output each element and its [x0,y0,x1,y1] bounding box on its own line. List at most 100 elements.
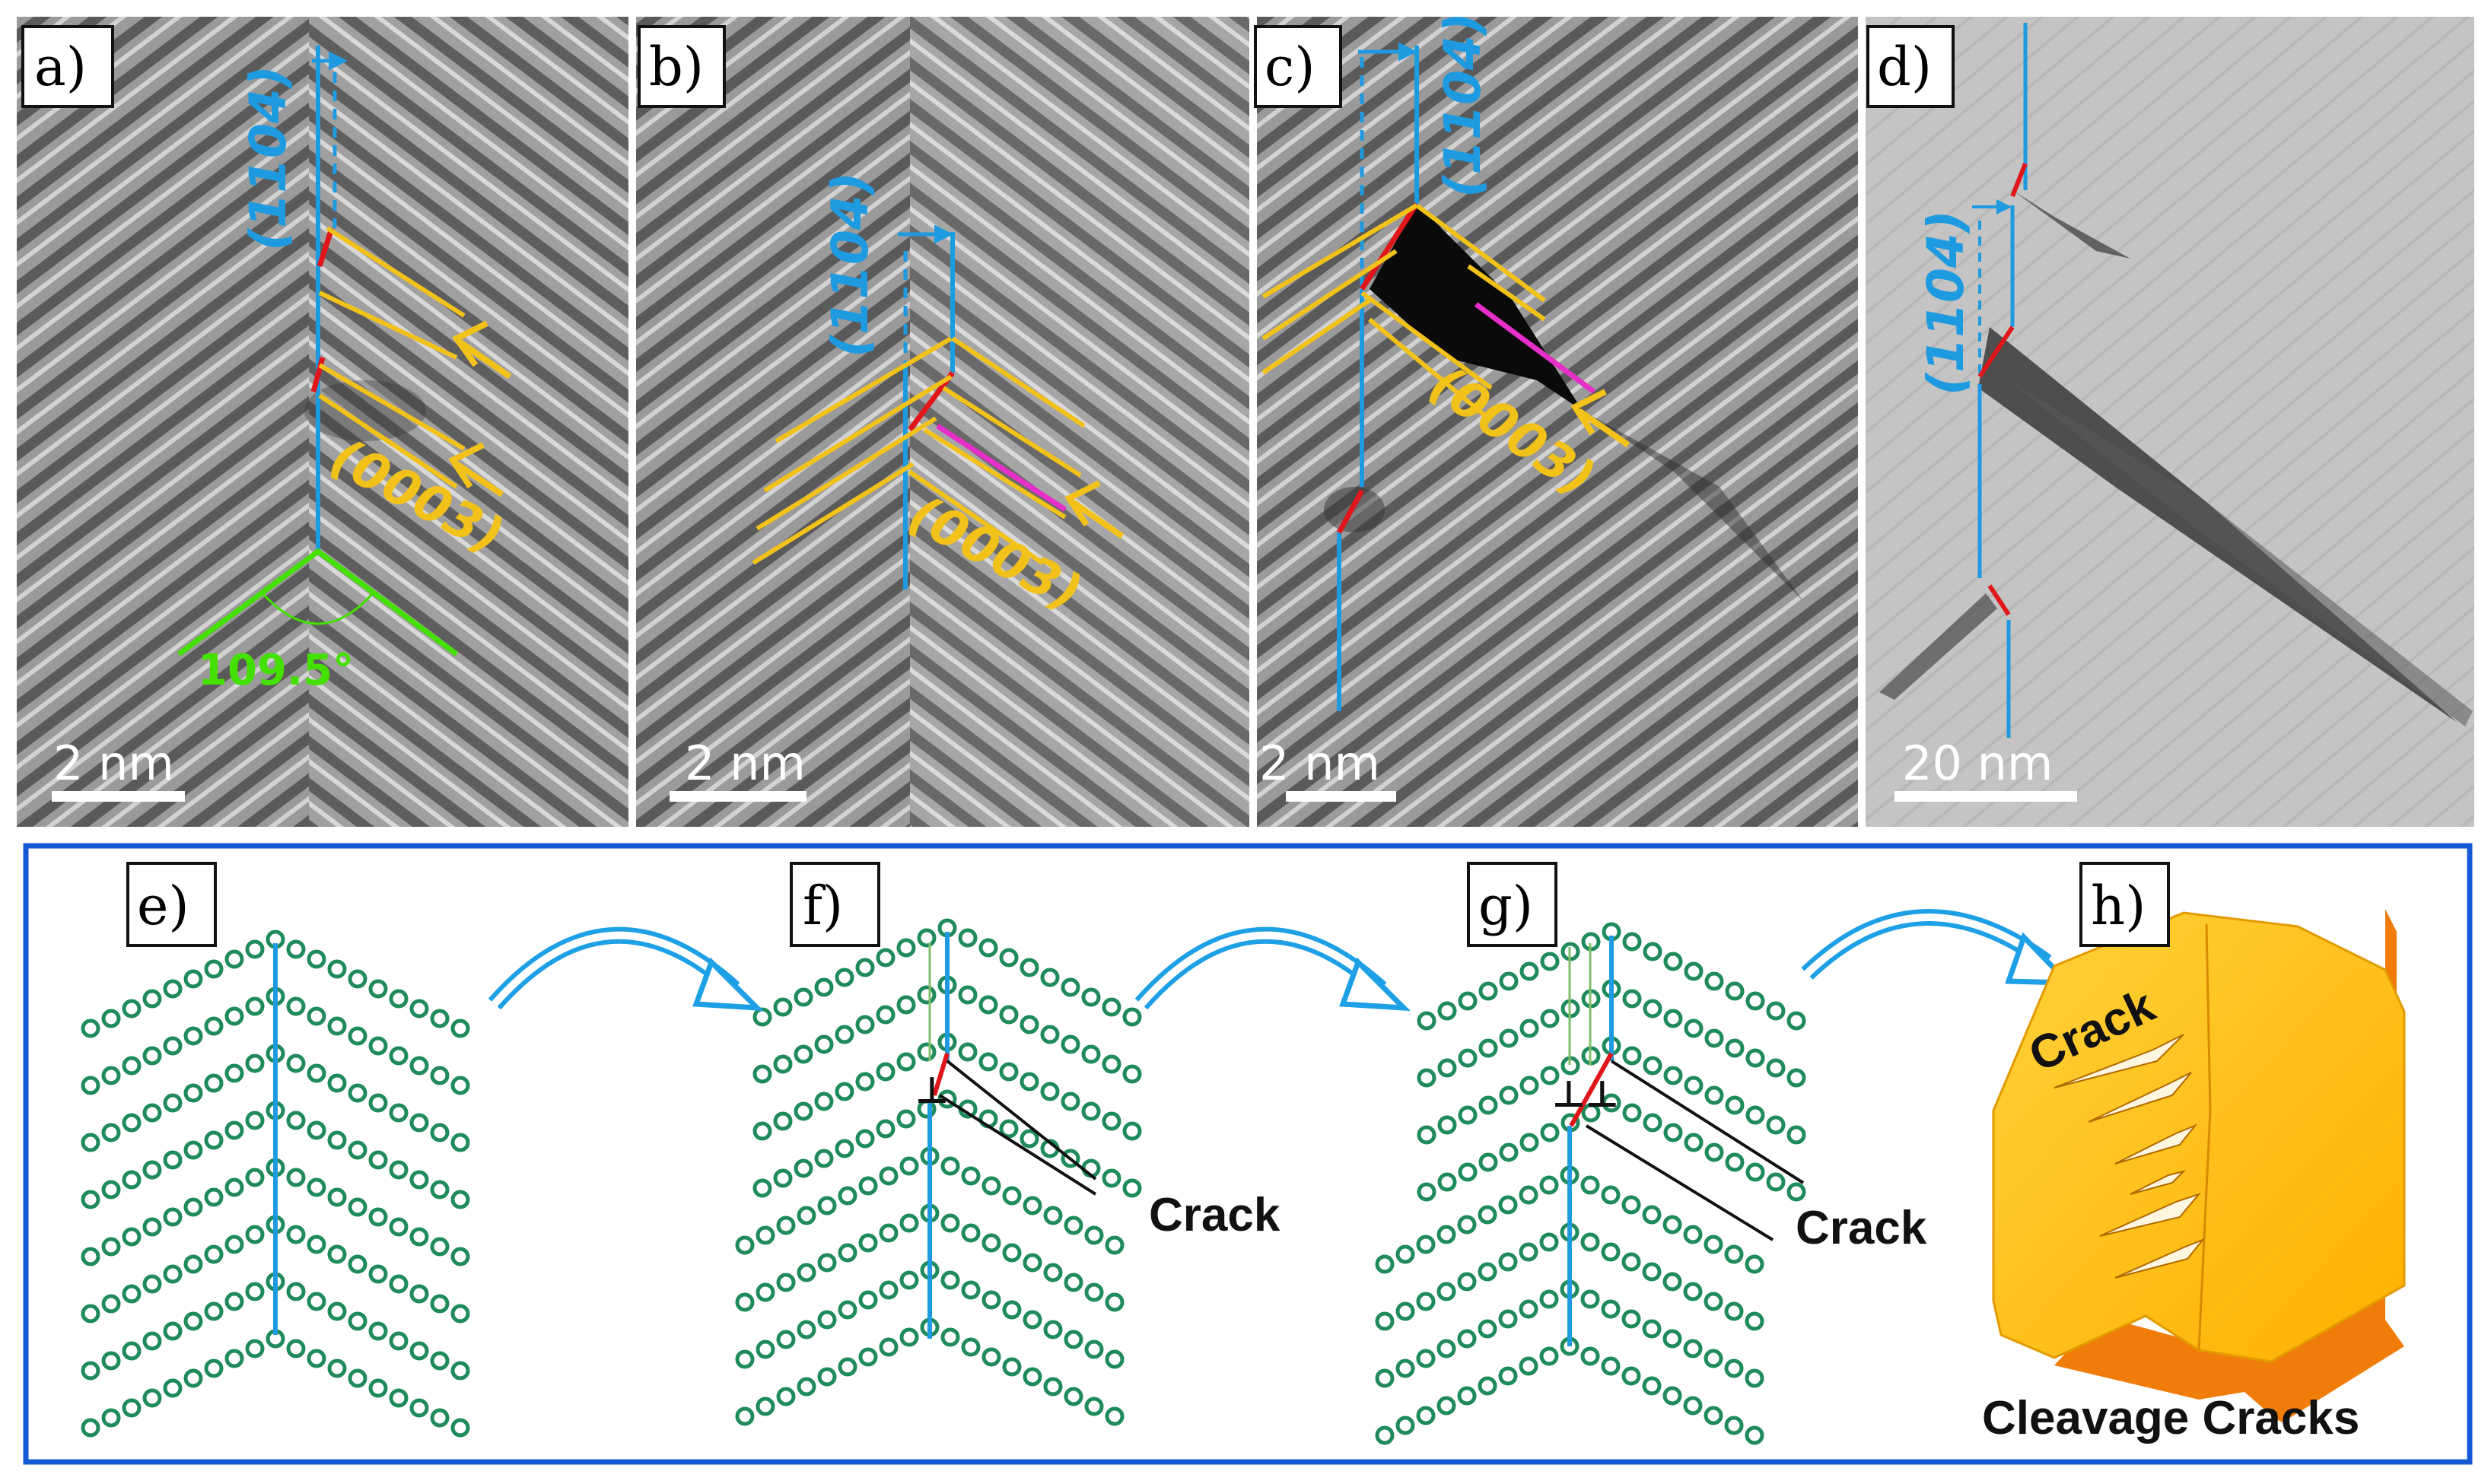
atom [1683,1396,1703,1416]
atom [183,1140,203,1160]
atom [1436,1225,1456,1244]
atom [409,999,429,1018]
atom [1002,1357,1022,1377]
panel-c-basal-plane [1415,203,1546,303]
atom [1002,1300,1022,1320]
atom [797,1263,816,1282]
atom [101,1237,121,1257]
panel-b-basal-plane [752,462,915,565]
atom [756,1225,775,1245]
atom [245,939,265,959]
atom [409,1113,429,1133]
atom [1704,1085,1724,1105]
atom [1539,1232,1559,1252]
atom [879,1223,899,1243]
atom [430,1351,450,1371]
atom [876,1005,896,1025]
atom [1684,961,1704,981]
atom [286,939,306,959]
atom [1499,1028,1519,1048]
atom [450,1018,470,1038]
panel-b-basal-plane [763,374,953,493]
atom [1395,1416,1415,1435]
panel-d-scale-bar [1894,791,2077,802]
atom [1478,1205,1497,1225]
atom [1580,1175,1600,1195]
atom [327,1130,347,1150]
atom [142,1274,162,1294]
atom [368,1150,388,1170]
panel-c-crack-arrow-head [1570,389,1607,436]
atom [814,1149,834,1168]
atom [835,1139,854,1158]
atom [183,1197,203,1217]
atom [896,1109,916,1129]
panel-d-crack [1879,593,1997,700]
panel-e: e) [126,862,278,1335]
atom [961,1337,981,1357]
atom [286,1111,306,1130]
atom [183,1368,203,1388]
atom [1458,1048,1478,1068]
panel-h-label: h) [2091,875,2146,937]
atom [348,1197,367,1217]
atom [101,1123,121,1142]
atom [1084,1225,1104,1245]
panel-h-label-box [2079,862,2170,947]
atom [1663,1009,1683,1028]
atom [1043,1206,1063,1225]
atom [776,1387,796,1406]
atom [286,1053,306,1073]
atom [735,1235,755,1255]
panel-c-basal-plane [1261,249,1398,341]
atom [142,989,162,1009]
atom [348,1083,367,1103]
panel-e-label-box [126,862,217,947]
atom [1663,1066,1683,1085]
panel-b-scale-label: 2 nm [685,736,806,791]
atom [896,938,916,958]
panel-b-basal-plane [951,336,1086,428]
atom [1540,1123,1560,1142]
atom [797,1320,816,1339]
atom [858,1233,878,1253]
atom [163,1207,183,1227]
atom [101,1009,121,1028]
atom [142,1160,162,1180]
atom [1622,932,1642,952]
atom [1458,1162,1478,1182]
atom [1704,1235,1723,1254]
panel-f-dislocation [932,1053,950,1096]
lattice-f [735,918,1142,1426]
atom [817,1253,837,1273]
atom [855,1015,875,1034]
atom [430,1408,450,1428]
atom [735,1292,755,1312]
atom [1662,1272,1682,1292]
atom [204,1301,224,1321]
atom [163,1264,183,1284]
atom [794,1044,813,1064]
atom [1020,1129,1039,1149]
atom [858,1347,878,1367]
atom [368,979,388,999]
atom [1105,1235,1125,1255]
atom [1662,1215,1682,1235]
atom [1540,952,1560,971]
atom [1745,1162,1765,1182]
atom [1662,1386,1682,1406]
atom [1786,1182,1806,1202]
atom [1725,1038,1745,1058]
atom [142,1331,162,1351]
atom [1122,1064,1142,1084]
atom [756,1339,775,1359]
atom [835,1025,854,1044]
atom [1684,1018,1704,1038]
atom [1478,981,1498,1001]
panel-g-label-box [1467,862,1557,947]
atom [1122,1178,1142,1198]
panel-f-crack-label: Crack [1149,1189,1280,1241]
atom [430,1009,450,1028]
atom [899,1270,919,1290]
